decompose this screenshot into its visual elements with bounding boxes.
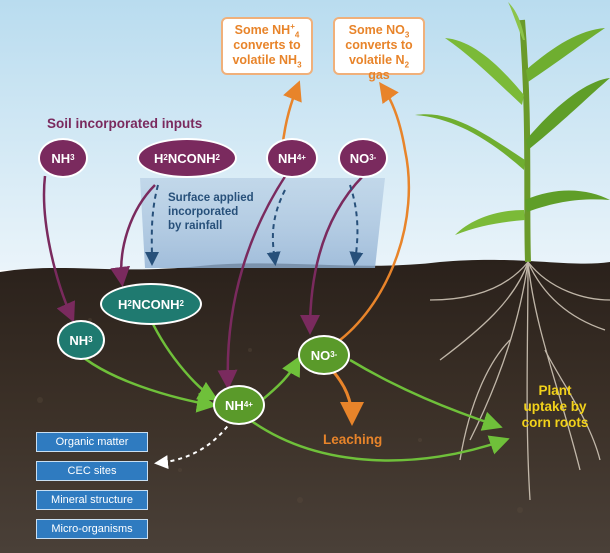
rain-arrow-2 [266, 189, 286, 266]
leaching-label: Leaching [323, 432, 383, 447]
arrow-no3-to-plant [349, 358, 503, 431]
callout-no3-volatile: Some NO3 converts to volatile N2 gas [333, 17, 425, 82]
callout-nh4-volatile: Some NH+4 converts to volatile NH3 [221, 17, 313, 75]
arrow-no3-volatile [339, 81, 411, 341]
arrow-leaching [330, 369, 364, 426]
soil [0, 259, 610, 553]
arrow-nh4-to-no3 [261, 355, 301, 401]
surface-applied-label: Surface applied incorporated by rainfall [168, 192, 254, 232]
pool-micro-organisms: Micro-organisms [36, 519, 148, 539]
pool-mineral-structure: Mineral structure [36, 490, 148, 510]
arrow-urea-down [110, 184, 156, 287]
arrow-urea-to-nh4 [148, 317, 219, 401]
pool-cec-sites: CEC sites [36, 461, 148, 481]
plant-uptake-label: Plant uptake by corn roots [521, 383, 589, 430]
exchange-arrow [154, 407, 244, 470]
arrow-nh3-down [42, 175, 76, 323]
soil-inputs-heading: Soil incorporated inputs [47, 116, 203, 131]
arrow-nh4-down [217, 174, 288, 390]
corn-plant-icon [415, 2, 610, 263]
pool-organic-matter: Organic matter [36, 432, 148, 452]
rainfall-band [140, 178, 385, 268]
arrow-nh4-to-plant [249, 418, 510, 462]
soil-texture [37, 318, 562, 513]
